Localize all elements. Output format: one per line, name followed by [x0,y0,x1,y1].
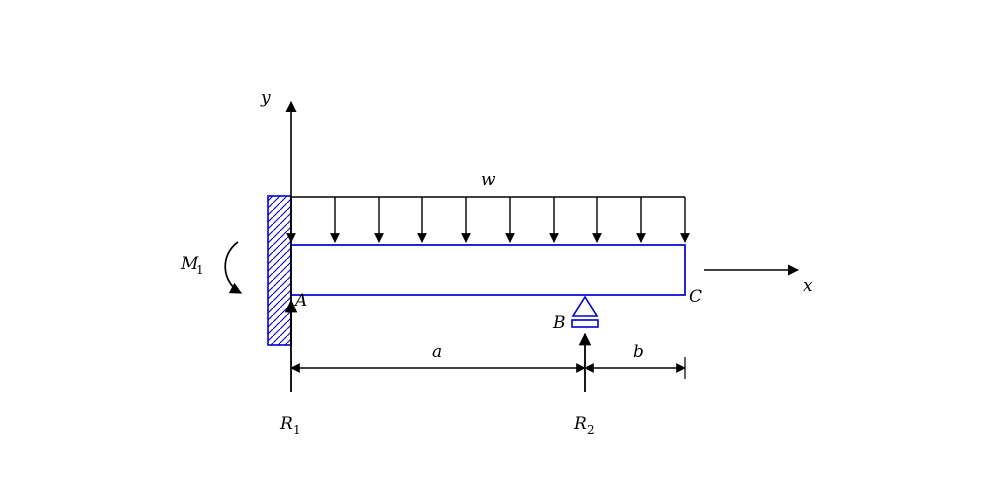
roller-support-triangle [571,295,599,317]
dimension-a-label: a [432,342,442,362]
reaction-r2-label-sub: 2 [587,423,595,437]
fixed-support-wall [267,195,292,346]
point-b-label: B [552,313,566,333]
roller-support [571,295,599,328]
reaction-r1-label: R [279,414,293,434]
point-c-label: C [689,287,702,307]
roller-support-base [571,319,599,328]
moment-arrow [224,241,243,294]
beam [290,244,686,296]
reaction-r1-label-sub: 1 [293,423,301,437]
x-axis-label: x [803,276,813,296]
y-axis-label: y [260,88,271,108]
dimension-b-label: b [633,342,644,362]
point-a-label: A [293,291,307,311]
moment-label: M [180,254,199,274]
load-label: w [481,170,496,190]
moment-label-sub: 1 [196,263,204,277]
reaction-r2-label: R [573,414,587,434]
distributed-load [286,196,690,243]
